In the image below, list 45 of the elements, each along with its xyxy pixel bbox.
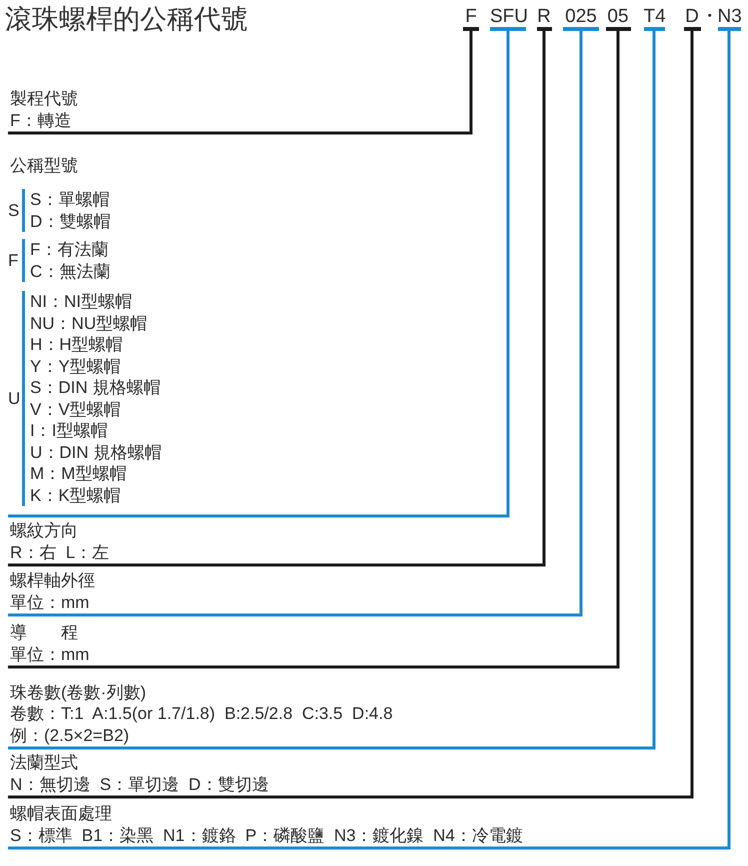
description-text: 例：(2.5×2=B2) (10, 724, 130, 746)
bracket-label: U (8, 388, 20, 410)
code-part: 025 (563, 7, 599, 31)
section-heading: 螺紋方向 (10, 520, 78, 542)
section-heading: 製程代號 (10, 88, 78, 110)
code-part: 05 (606, 7, 630, 31)
option-text: NI：NI型螺帽 (30, 291, 132, 312)
code-part: F (463, 7, 479, 31)
option-text: Y：Y型螺帽 (30, 356, 121, 377)
section-heading: 珠卷數(卷數·列數) (10, 682, 146, 703)
bracket-label: S (8, 200, 20, 222)
description-text: N：無切邊 S：單切邊 D：雙切邊 (10, 774, 269, 795)
code-part: SFU (490, 7, 526, 31)
section-heading: 導 程 (10, 622, 78, 644)
description-text: S：標準 B1：染黑 N1：鍍鉻 P：磷酸鹽 N3：鍍化鎳 N4：冷電鍍 (10, 824, 523, 846)
description-text: F：轉造 (10, 110, 72, 131)
code-part: N3 (718, 7, 740, 31)
description-text: R：右 L：左 (10, 542, 110, 563)
code-part: T4 (644, 7, 664, 31)
title: 滾珠螺桿的公稱代號 (5, 3, 248, 35)
option-text: S：DIN 規格螺帽 (30, 377, 160, 398)
option-text: NU：NU型螺帽 (30, 312, 148, 334)
separator-dot: ・ (700, 7, 719, 27)
option-text: S：單螺帽 (30, 189, 110, 210)
description-text: 卷數：T:1 A:1.5(or 1.7/1.8) B:2.5/2.8 C:3.5 D:4.8 (10, 703, 393, 724)
code-part: R (536, 7, 552, 31)
option-text: M：M型螺帽 (30, 463, 126, 484)
option-text: V：V型螺帽 (30, 398, 121, 420)
section-heading: 螺帽表面處理 (10, 803, 112, 824)
option-text: C：無法蘭 (30, 260, 110, 282)
option-text: I：I型螺帽 (30, 420, 108, 442)
section-heading: 螺桿軸外徑 (10, 570, 95, 592)
section-heading: 法蘭型式 (10, 752, 78, 774)
description-text: 單位：mm (10, 592, 90, 613)
option-text: F：有法蘭 (30, 239, 108, 260)
bracket-label: F (8, 250, 18, 272)
description-text: 單位：mm (10, 644, 90, 665)
option-text: K：K型螺帽 (30, 484, 121, 506)
option-text: H：H型螺帽 (30, 334, 123, 356)
leader-line (8, 31, 510, 518)
section-heading: 公稱型號 (10, 155, 78, 176)
option-text: D：雙螺帽 (30, 210, 110, 232)
leader-line (8, 31, 472, 134)
option-text: U：DIN 規格螺帽 (30, 442, 162, 463)
code-part: D (684, 7, 700, 31)
